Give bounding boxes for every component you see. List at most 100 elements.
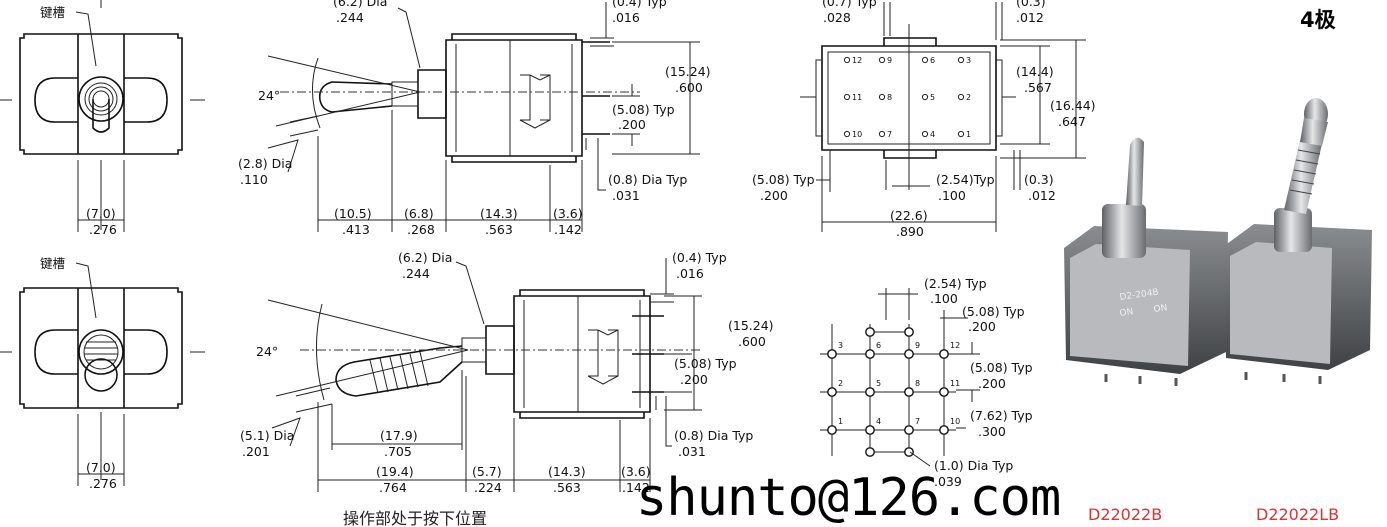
- bottom-pin-hole: [957, 93, 965, 101]
- bv-top-right-mm: (0.3): [1016, 0, 1046, 9]
- pcb-pin-label: 11: [950, 379, 960, 388]
- side2-len-e-mm: (3.6): [621, 464, 651, 479]
- side1-angle: 24°: [258, 88, 280, 103]
- side2-len-a-in: .705: [384, 444, 412, 459]
- model-code-standard: D22022B: [1088, 505, 1163, 524]
- bottom-pin-hole: [843, 93, 851, 101]
- top1-width-mm: (7.0): [86, 206, 116, 221]
- pcb-pin-hole: [865, 425, 875, 435]
- contact-email[interactable]: shunto@126.com: [636, 468, 1061, 527]
- product-photo-lever: [1224, 98, 1372, 384]
- pcb-pin-hole: [939, 349, 949, 359]
- side2-len-b-mm: (19.4): [376, 464, 414, 479]
- pcb-pin-hole: [939, 425, 949, 435]
- pcb-mount-hole: [865, 327, 875, 337]
- pcb-pitch-mm: (2.54) Typ: [924, 276, 987, 291]
- side1-tip-dia-in: .110: [240, 172, 268, 187]
- side2-height-mm: (15.24): [728, 318, 774, 333]
- side2-len-c-mm: (5.7): [472, 464, 502, 479]
- side2-pin-top-mm: (0.4) Typ: [672, 250, 727, 265]
- side2-len-d-mm: (14.3): [548, 464, 586, 479]
- bv-left-pitch-in: .200: [760, 188, 788, 203]
- bottom-pin-label: 10: [852, 130, 862, 139]
- pressed-position-caption: 操作部处于按下位置: [343, 509, 488, 527]
- bottom-pin-label: 2: [966, 93, 971, 102]
- side1-pin-top-in: .016: [612, 10, 640, 25]
- pcb-pin-hole: [904, 387, 914, 397]
- bottom-pin-hole: [843, 56, 851, 64]
- bv-width-in: .890: [896, 224, 924, 239]
- product-photo-standard: D2-204B ON ON: [1064, 137, 1228, 386]
- pcb-mount-hole: [904, 447, 914, 457]
- side1-len-b-mm: (6.8): [404, 206, 434, 221]
- side1-height-in: .600: [675, 80, 703, 95]
- side2-pin-dia-mm: (0.8) Dia Typ: [674, 428, 753, 443]
- bottom-pin-hole: [878, 93, 886, 101]
- bottom-pin-label: 8: [887, 93, 892, 102]
- side1-pitch-in: .200: [618, 117, 646, 132]
- bv-left-pitch-mm: (5.08) Typ: [752, 172, 815, 187]
- bv-width-mm: (22.6): [890, 208, 928, 223]
- bv-h1-in: .567: [1024, 80, 1052, 95]
- bottom-pin-label: 5: [930, 93, 935, 102]
- bottom-pin-hole: [921, 56, 929, 64]
- side2-len-d-in: .563: [553, 480, 581, 495]
- pcb-hole-mm: (1.0) Dia Typ: [934, 458, 1013, 473]
- pcb-pin-label: 4: [876, 417, 881, 426]
- side1-pitch-mm: (5.08) Typ: [612, 102, 675, 117]
- bottom-pin-hole: [878, 56, 886, 64]
- pcb-pin-hole: [904, 349, 914, 359]
- bottom-pin-hole: [843, 130, 851, 138]
- side1-len-a-mm: (10.5): [334, 206, 372, 221]
- pcb-mount-hole: [865, 447, 875, 457]
- side2-lever-dia-mm: (6.2) Dia: [398, 250, 452, 265]
- side1-len-a-in: .413: [342, 222, 370, 237]
- side1-height-mm: (15.24): [665, 64, 711, 79]
- bv-pitch-mm: (2.54)Typ: [936, 172, 995, 187]
- keyway-label-2: 键槽: [40, 256, 65, 271]
- bottom-pin-hole: [957, 130, 965, 138]
- side2-angle: 24°: [256, 344, 278, 359]
- side1-tip-dia-mm: (2.8) Dia: [238, 156, 292, 171]
- bottom-pin-label: 11: [852, 93, 862, 102]
- bottom-pin-label: 7: [887, 130, 892, 139]
- side2-len-e-in: .142: [622, 480, 650, 495]
- side2-tip-dia-in: .201: [242, 444, 270, 459]
- bv-h1-mm: (14.4): [1016, 64, 1054, 79]
- switch-on-left: ON: [1119, 307, 1134, 319]
- pcb-pin-label: 3: [838, 341, 843, 350]
- pcb-pin-label: 1: [838, 417, 843, 426]
- pcb-pin-label: 12: [950, 341, 960, 350]
- pcb-pin-label: 8: [915, 379, 920, 388]
- side1-lever-dia-mm: (6.2) Dia: [333, 0, 387, 9]
- top2-width-in: .276: [89, 476, 117, 491]
- side1-pin-dia-in: .031: [612, 188, 640, 203]
- pcb-row1-mm: (5.08) Typ: [970, 360, 1033, 375]
- pole-count-title: 4极: [1300, 8, 1336, 32]
- side1-len-b-in: .268: [407, 222, 435, 237]
- switch-on-right: ON: [1153, 303, 1168, 315]
- side2-pin-top-in: .016: [676, 266, 704, 281]
- bottom-pin-label: 9: [887, 56, 892, 65]
- bv-top-right-in: .012: [1016, 10, 1044, 25]
- side2-len-c-in: .224: [474, 480, 502, 495]
- pcb-pin-label: 5: [876, 379, 881, 388]
- side1-lever-dia-in: .244: [336, 10, 364, 25]
- pcb-row1-in: .200: [978, 376, 1006, 391]
- pcb-hole-in: .039: [934, 474, 962, 489]
- bottom-pin-hole: [878, 130, 886, 138]
- pcb-row2-in: .300: [978, 424, 1006, 439]
- side1-len-d-in: .142: [554, 222, 582, 237]
- side2-len-b-in: .764: [379, 480, 407, 495]
- bv-pitch-in: .100: [938, 188, 966, 203]
- pcb-pin-hole: [904, 425, 914, 435]
- bv-bot-right-mm: (0.3): [1024, 172, 1054, 187]
- pcb-row2-mm: (7.62) Typ: [970, 408, 1033, 423]
- bottom-pin-hole: [921, 93, 929, 101]
- side-view-standard: 24° (6.2) Dia .244 (0.4) Typ .016 (15.24…: [238, 0, 711, 237]
